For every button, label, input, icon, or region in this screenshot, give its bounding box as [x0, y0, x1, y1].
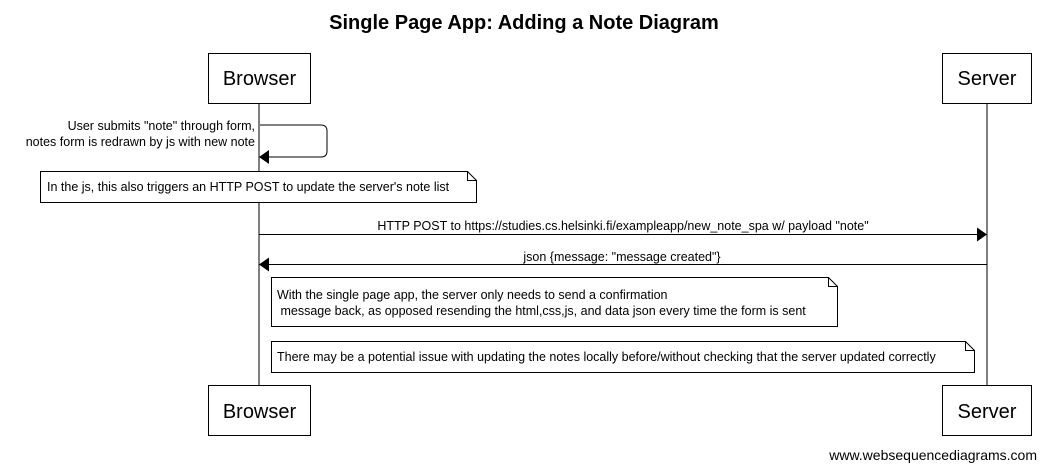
http-post-label: HTTP POST to https://studies.cs.helsinki…: [377, 219, 868, 233]
json-response-label: json {message: "message created"}: [522, 250, 720, 264]
note1-text: In the js, this also triggers an HTTP PO…: [47, 180, 450, 194]
server-actor-bottom: Server: [942, 385, 1032, 436]
diagram-title: Single Page App: Adding a Note Diagram: [329, 12, 719, 34]
note-http-post-trigger: In the js, this also triggers an HTTP PO…: [40, 171, 477, 203]
self-message-line1: User submits "note" through form,: [68, 119, 255, 133]
server-actor-top: Server: [942, 53, 1032, 104]
browser-actor-top: Browser: [208, 53, 311, 104]
note3-text: There may be a potential issue with upda…: [277, 350, 936, 364]
note2-line2: message back, as opposed resending the h…: [277, 304, 806, 318]
note-potential-issue: There may be a potential issue with upda…: [271, 341, 975, 373]
http-post-message: HTTP POST to https://studies.cs.helsinki…: [259, 219, 987, 242]
note2-line1: With the single page app, the server onl…: [277, 288, 668, 302]
server-actor-top-label: Server: [958, 68, 1017, 90]
browser-actor-bottom: Browser: [208, 385, 311, 436]
websequencediagrams-credit: www.websequencediagrams.com: [828, 447, 1037, 463]
self-message-line2: notes form is redrawn by js with new not…: [26, 135, 255, 149]
server-actor-bottom-label: Server: [958, 401, 1017, 423]
browser-actor-top-label: Browser: [223, 68, 297, 90]
browser-actor-bottom-label: Browser: [223, 401, 297, 423]
json-response-message: json {message: "message created"}: [259, 250, 987, 272]
self-message: User submits "note" through form, notes …: [26, 119, 328, 164]
note-confirmation: With the single page app, the server onl…: [271, 277, 838, 327]
